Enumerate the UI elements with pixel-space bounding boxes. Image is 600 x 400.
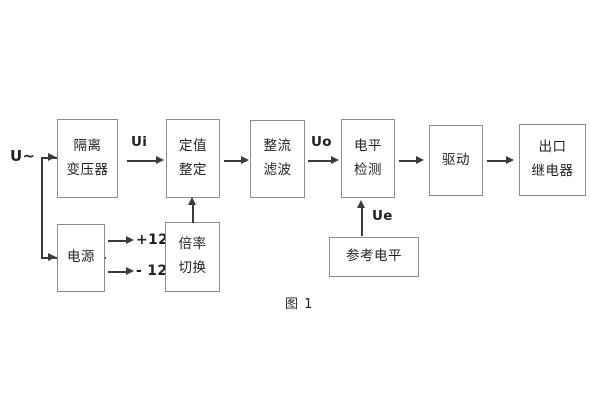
arrow-drive-to-relay — [506, 156, 514, 164]
input-source-label: U~ — [10, 147, 36, 165]
block-output-relay[interactable]: 出口 继电器 — [519, 124, 586, 196]
block-isolation-transformer-line2: 变压器 — [66, 161, 109, 178]
wire-level-to-drive — [399, 160, 421, 162]
block-output-relay-line1: 出口 — [538, 139, 567, 156]
block-setting-value[interactable]: 定值 整定 — [166, 119, 220, 198]
block-rectify-filter-line2: 滤波 — [263, 162, 292, 178]
wire-multiplier-to-setting — [192, 203, 194, 223]
wire-reference-to-level — [361, 207, 363, 236]
block-reference-level-line1: 参考电平 — [346, 248, 402, 265]
block-multiplier-switch-line1: 倍率 — [178, 236, 207, 253]
wire-rail-positive — [108, 240, 130, 242]
block-setting-value-line2: 整定 — [179, 161, 207, 178]
block-drive-line1: 驱动 — [442, 151, 470, 168]
block-level-detect[interactable]: 电平 检测 — [341, 119, 395, 198]
signal-label-ui: Ui — [131, 134, 148, 150]
arrow-multiplier-to-setting — [188, 197, 196, 205]
wire-rectify-to-level — [308, 160, 335, 162]
block-drive[interactable]: 驱动 — [429, 125, 483, 196]
block-rectify-filter-line1: 整流 — [263, 138, 292, 155]
wire-drive-to-relay — [487, 160, 511, 162]
block-rectify-filter[interactable]: 整流 滤波 — [250, 120, 305, 198]
arrow-rail-positive — [126, 236, 134, 244]
arrow-level-to-drive — [416, 156, 424, 164]
input-bus-vertical — [41, 157, 43, 258]
block-power-supply-line1: 电源 — [67, 249, 95, 266]
arrow-isolation-to-setting — [156, 156, 164, 164]
block-level-detect-line1: 电平 — [354, 137, 382, 154]
block-isolation-transformer-line1: 隔离 — [73, 137, 102, 154]
wire-isolation-to-setting — [127, 160, 159, 162]
block-level-detect-line2: 检测 — [354, 161, 382, 178]
signal-label-ue: Ue — [372, 208, 393, 224]
block-output-relay-line2: 继电器 — [531, 163, 574, 179]
wire-setting-to-rectify — [224, 160, 246, 162]
arrow-rectify-to-level — [331, 156, 339, 164]
wire-rail-negative — [108, 271, 130, 273]
arrow-into-power-supply — [48, 253, 56, 261]
figure-caption: 图 1 — [285, 297, 314, 312]
arrow-rail-negative — [126, 267, 134, 275]
block-isolation-transformer[interactable]: 隔离 变压器 — [57, 119, 118, 198]
block-multiplier-switch[interactable]: 倍率 切换 — [165, 222, 220, 292]
signal-label-uo: Uo — [311, 134, 332, 150]
block-power-supply[interactable]: 电源 — [57, 224, 105, 292]
block-multiplier-switch-line2: 切换 — [178, 260, 207, 276]
arrow-reference-to-level — [357, 200, 365, 208]
arrow-into-isolation-transformer — [48, 153, 56, 161]
block-setting-value-line1: 定值 — [179, 137, 207, 154]
arrow-setting-to-rectify — [241, 156, 249, 164]
block-reference-level[interactable]: 参考电平 — [329, 237, 419, 277]
